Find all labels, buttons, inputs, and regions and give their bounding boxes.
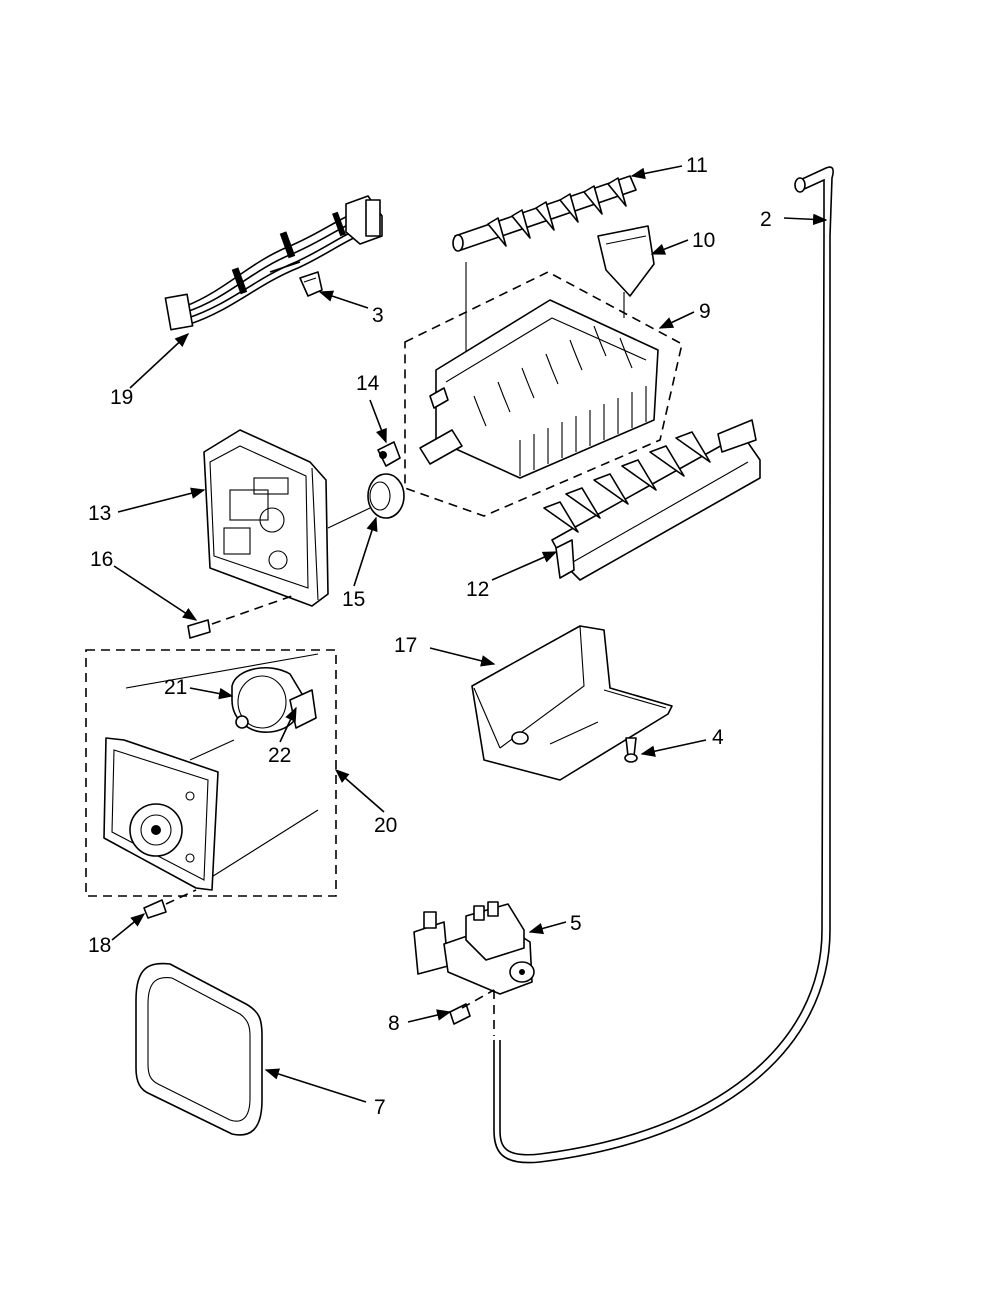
callout-18: 18 [88, 934, 111, 957]
callout-16: 16 [90, 548, 113, 571]
callout-7: 7 [374, 1096, 386, 1119]
callout-8: 8 [388, 1012, 400, 1035]
leader-lines [111, 165, 828, 1103]
ice-bin [471, 625, 673, 781]
ice-stripper [543, 419, 761, 581]
callout-14: 14 [356, 372, 380, 395]
callout-3: 3 [372, 304, 384, 327]
callout-5: 5 [570, 912, 582, 935]
water-valve [413, 901, 535, 995]
screw-16 [187, 595, 293, 639]
callout-2: 2 [760, 208, 772, 231]
callout-22: 22 [268, 744, 291, 767]
callout-13: 13 [88, 502, 111, 525]
callout-21: 21 [164, 676, 187, 699]
callout-15: 15 [342, 588, 365, 611]
callout-labels: 11 10 9 2 3 19 14 13 15 12 16 17 4 21 22… [88, 154, 772, 1119]
callout-17: 17 [394, 634, 417, 657]
screw-8 [449, 989, 495, 1025]
screw-4 [624, 737, 638, 763]
bushing [327, 473, 405, 529]
ice-mold-group [404, 271, 683, 517]
callout-10: 10 [692, 229, 715, 252]
wire-harness [164, 195, 383, 331]
ejector-assembly [452, 175, 637, 356]
motor-module-group [85, 649, 337, 897]
screw-18 [143, 889, 197, 919]
harness-clip [299, 271, 323, 297]
callout-20: 20 [374, 814, 397, 837]
stripper-cover [597, 225, 655, 318]
fill-tube [493, 166, 834, 1164]
callout-11: 11 [686, 154, 708, 177]
front-cover [135, 962, 263, 1136]
mold-fastener [377, 441, 401, 467]
callout-19: 19 [110, 386, 133, 409]
callout-9: 9 [699, 300, 711, 323]
callout-4: 4 [712, 726, 724, 749]
callout-12: 12 [466, 578, 489, 601]
control-housing [203, 429, 329, 607]
